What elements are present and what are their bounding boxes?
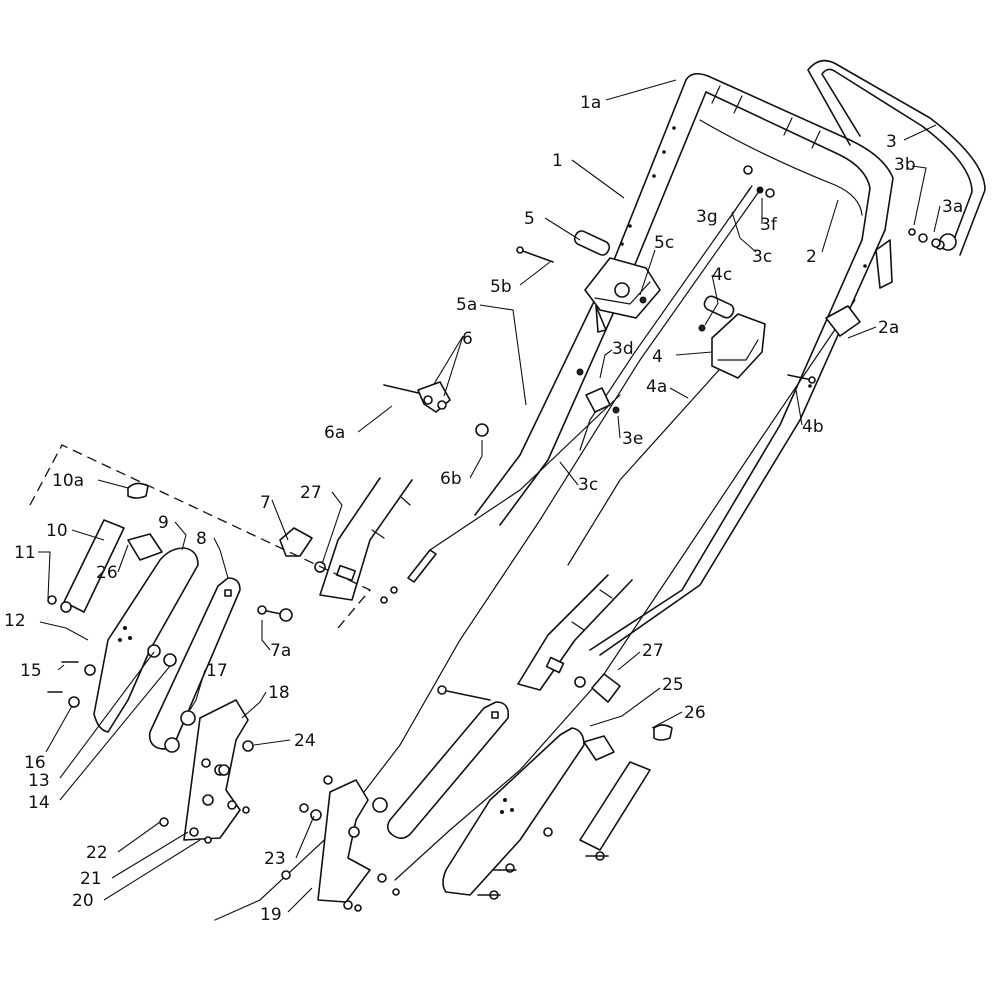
cable-bracket-3d <box>576 368 620 414</box>
bail-fasteners <box>825 228 941 337</box>
callout-3g: 3g <box>696 207 718 227</box>
callout-5a: 5a <box>456 295 477 315</box>
callout-7: 7 <box>260 493 271 513</box>
lower-handle-left <box>319 477 413 601</box>
cable-adjuster <box>380 549 437 604</box>
upper-handle <box>474 72 894 656</box>
callout-3e: 3e <box>622 429 643 449</box>
callout-22: 22 <box>86 843 108 863</box>
callout-5b: 5b <box>490 277 512 297</box>
callout-26-right: 26 <box>684 703 706 723</box>
left-pivot-assembly <box>47 482 254 844</box>
callout-16: 16 <box>24 753 46 773</box>
leader-lines <box>38 79 941 913</box>
knob-7 <box>257 527 326 622</box>
callout-5: 5 <box>524 209 535 229</box>
callout-3f: 3f <box>760 215 778 235</box>
callout-3a: 3a <box>942 197 963 217</box>
callout-18: 18 <box>268 683 290 703</box>
callout-24: 24 <box>294 731 316 751</box>
callout-14: 14 <box>28 793 50 813</box>
callout-labels: 1a 1 3 3b 3a 3g 3f 3c 2 2a 5 5c 5b 5a 4c… <box>4 93 963 925</box>
callout-10a: 10a <box>52 471 84 491</box>
callout-6b: 6b <box>440 469 462 489</box>
callout-23: 23 <box>264 849 286 869</box>
callout-3c-mid: 3c <box>578 475 598 495</box>
assembly-dashed-outline <box>29 444 372 629</box>
callout-27-left: 27 <box>300 483 322 503</box>
callout-6: 6 <box>462 329 473 349</box>
callout-13: 13 <box>28 771 50 791</box>
lower-handle-right <box>517 574 633 691</box>
callout-3c-top: 3c <box>752 247 772 267</box>
callout-26-left: 26 <box>96 563 118 583</box>
callout-10: 10 <box>46 521 68 541</box>
callout-15: 15 <box>20 661 42 681</box>
drive-control-5 <box>516 230 661 333</box>
callout-8: 8 <box>196 529 207 549</box>
callout-4a: 4a <box>646 377 667 397</box>
callout-1: 1 <box>552 151 563 171</box>
callout-11: 11 <box>14 543 36 563</box>
callout-9: 9 <box>158 513 169 533</box>
callout-2: 2 <box>806 247 817 267</box>
callout-2a: 2a <box>878 318 899 338</box>
callout-17: 17 <box>206 661 228 681</box>
callout-19: 19 <box>260 905 282 925</box>
cables <box>214 119 863 921</box>
right-pivot-assembly <box>281 673 673 912</box>
callout-4b: 4b <box>802 417 824 437</box>
callout-6a: 6a <box>324 423 345 443</box>
callout-12: 12 <box>4 611 26 631</box>
callout-3: 3 <box>886 132 897 152</box>
callout-3b: 3b <box>894 155 916 175</box>
callout-7a: 7a <box>270 641 291 661</box>
bracket-6 <box>383 381 489 437</box>
drive-control-4 <box>698 295 816 384</box>
callout-4c: 4c <box>712 265 732 285</box>
callout-21: 21 <box>80 869 102 889</box>
callout-5c: 5c <box>654 233 674 253</box>
callout-3d: 3d <box>612 339 634 359</box>
callout-4: 4 <box>652 347 663 367</box>
callout-1a: 1a <box>580 93 601 113</box>
callout-25: 25 <box>662 675 684 695</box>
callout-20: 20 <box>72 891 94 911</box>
callout-27-right: 27 <box>642 641 664 661</box>
